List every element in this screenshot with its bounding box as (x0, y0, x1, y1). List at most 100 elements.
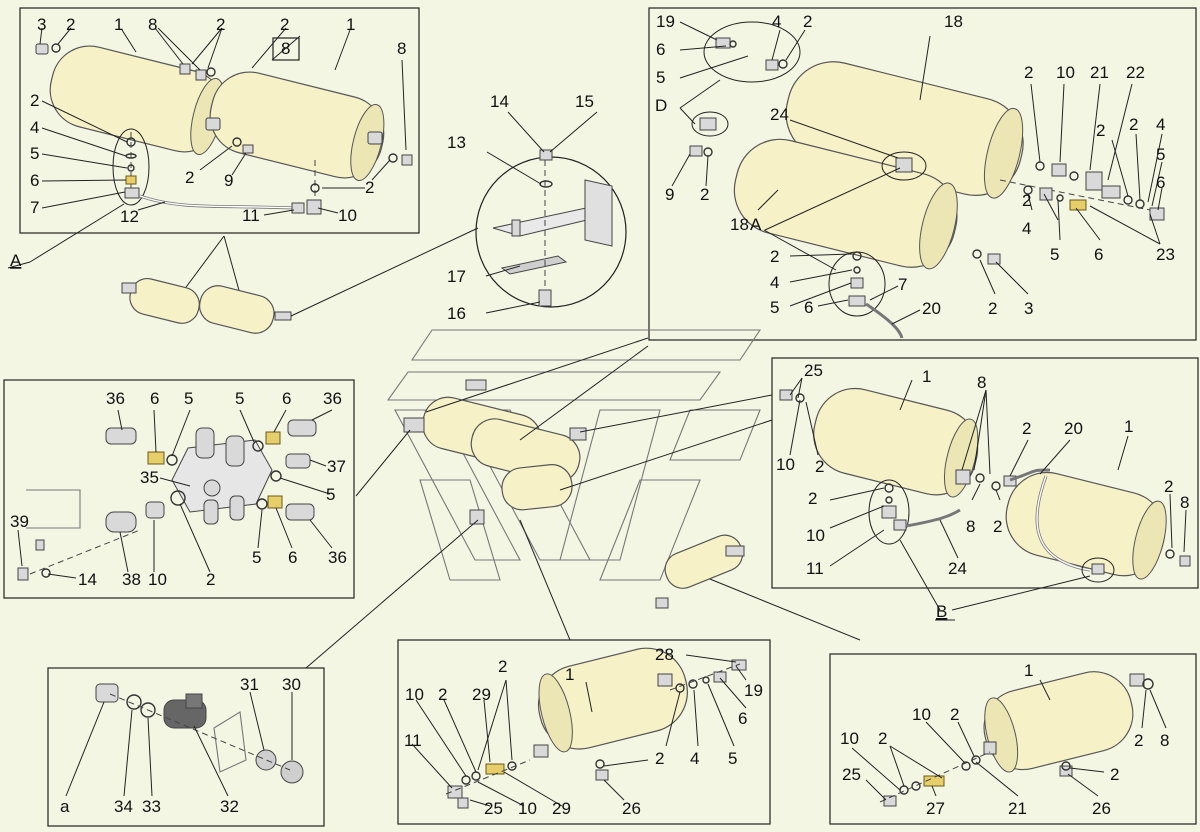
label-2: 2 (878, 729, 887, 748)
label-20: 20 (1064, 419, 1083, 438)
label-10: 10 (912, 705, 931, 724)
label-26: 26 (1092, 799, 1111, 818)
panel-left-valve (3, 379, 355, 599)
label-2: 2 (950, 705, 959, 724)
label-13: 13 (447, 133, 466, 152)
label-1: 1 (346, 15, 355, 34)
label-10: 10 (1056, 63, 1075, 82)
fitting-drain (367, 131, 383, 145)
panel-top-left (7, 7, 420, 269)
elbow-7 (124, 187, 140, 199)
label-30: 30 (282, 675, 301, 694)
label-5: 5 (235, 389, 244, 408)
label-2: 2 (1022, 191, 1031, 210)
label-3: 3 (1024, 299, 1033, 318)
label-36: 36 (106, 389, 125, 408)
label-24: 24 (770, 105, 789, 124)
label-5: 5 (30, 144, 39, 163)
label-1: 1 (1124, 417, 1133, 436)
label-10: 10 (518, 799, 537, 818)
label-8: 8 (148, 15, 157, 34)
label-8: 8 (977, 373, 986, 392)
label-19: 19 (744, 681, 763, 700)
label-25: 25 (842, 765, 861, 784)
label-36: 36 (328, 548, 347, 567)
nut-10 (145, 501, 165, 519)
label-7: 7 (898, 275, 907, 294)
panel-bottom-right (829, 653, 1197, 825)
label-2: 2 (30, 91, 39, 110)
view-label-d: D (655, 96, 667, 115)
label-4: 4 (30, 118, 39, 137)
label-2: 2 (815, 457, 824, 476)
label-10: 10 (840, 729, 859, 748)
label-4: 4 (690, 749, 699, 768)
label-25: 25 (484, 799, 503, 818)
label-5: 5 (770, 298, 779, 317)
label-9: 9 (224, 171, 233, 190)
label-21: 21 (1090, 63, 1109, 82)
label-18: 18 (730, 215, 749, 234)
label-2: 2 (1129, 115, 1138, 134)
fitting-8 (179, 63, 191, 75)
label-2: 2 (185, 168, 194, 187)
label-5: 5 (656, 68, 665, 87)
label-11: 11 (242, 206, 260, 225)
label-32: 32 (220, 797, 239, 816)
background-emblem (386, 329, 762, 581)
label-22: 22 (1126, 63, 1145, 82)
ring-34 (126, 694, 142, 710)
fitting-11 (291, 202, 305, 214)
label-2: 2 (988, 299, 997, 318)
label-35: 35 (140, 468, 159, 487)
label-11: 11 (806, 559, 824, 578)
label-10: 10 (405, 685, 424, 704)
label-5: 5 (1156, 145, 1165, 164)
nut-6 (265, 431, 281, 445)
label-2: 2 (66, 15, 75, 34)
label-39: 39 (10, 512, 29, 531)
washer-2 (388, 153, 398, 163)
label-31: 31 (240, 675, 259, 694)
label-6: 6 (656, 40, 665, 59)
fitting-38 (105, 511, 137, 533)
label-6: 6 (738, 709, 747, 728)
label-1: 1 (114, 15, 123, 34)
view-label-b: B (936, 602, 947, 621)
label-10: 10 (148, 570, 167, 589)
sensor-a (95, 683, 119, 703)
label-2: 2 (1022, 419, 1031, 438)
label-6: 6 (1094, 245, 1103, 264)
label-6: 6 (288, 548, 297, 567)
overview-top-tanks (121, 227, 479, 334)
panel-bottom-left (47, 667, 325, 827)
label-2: 2 (216, 15, 225, 34)
label-6: 6 (1156, 173, 1165, 192)
washer-2 (51, 43, 61, 53)
air-tank-1-bottom-right (983, 671, 1134, 773)
fitting-36 (105, 427, 137, 445)
label-2: 2 (1164, 477, 1173, 496)
label-11: 11 (404, 731, 422, 750)
washer-2 (206, 67, 216, 77)
label-16: 16 (447, 304, 466, 323)
label-23: 23 (1156, 245, 1175, 264)
label-26: 26 (622, 799, 641, 818)
label-14: 14 (490, 92, 509, 111)
label-1: 1 (565, 665, 574, 684)
label-2: 2 (280, 15, 289, 34)
ring-33 (140, 702, 156, 718)
label-8: 8 (1180, 493, 1189, 512)
label-5: 5 (184, 389, 193, 408)
label-27: 27 (926, 799, 945, 818)
label-33: 33 (142, 797, 161, 816)
fitting-37 (285, 453, 311, 469)
label-2: 2 (803, 12, 812, 31)
label-29: 29 (472, 685, 491, 704)
label-14: 14 (78, 570, 97, 589)
label-6: 6 (30, 171, 39, 190)
label-2: 2 (700, 185, 709, 204)
nut-6 (147, 451, 165, 465)
label-25: 25 (804, 361, 823, 380)
